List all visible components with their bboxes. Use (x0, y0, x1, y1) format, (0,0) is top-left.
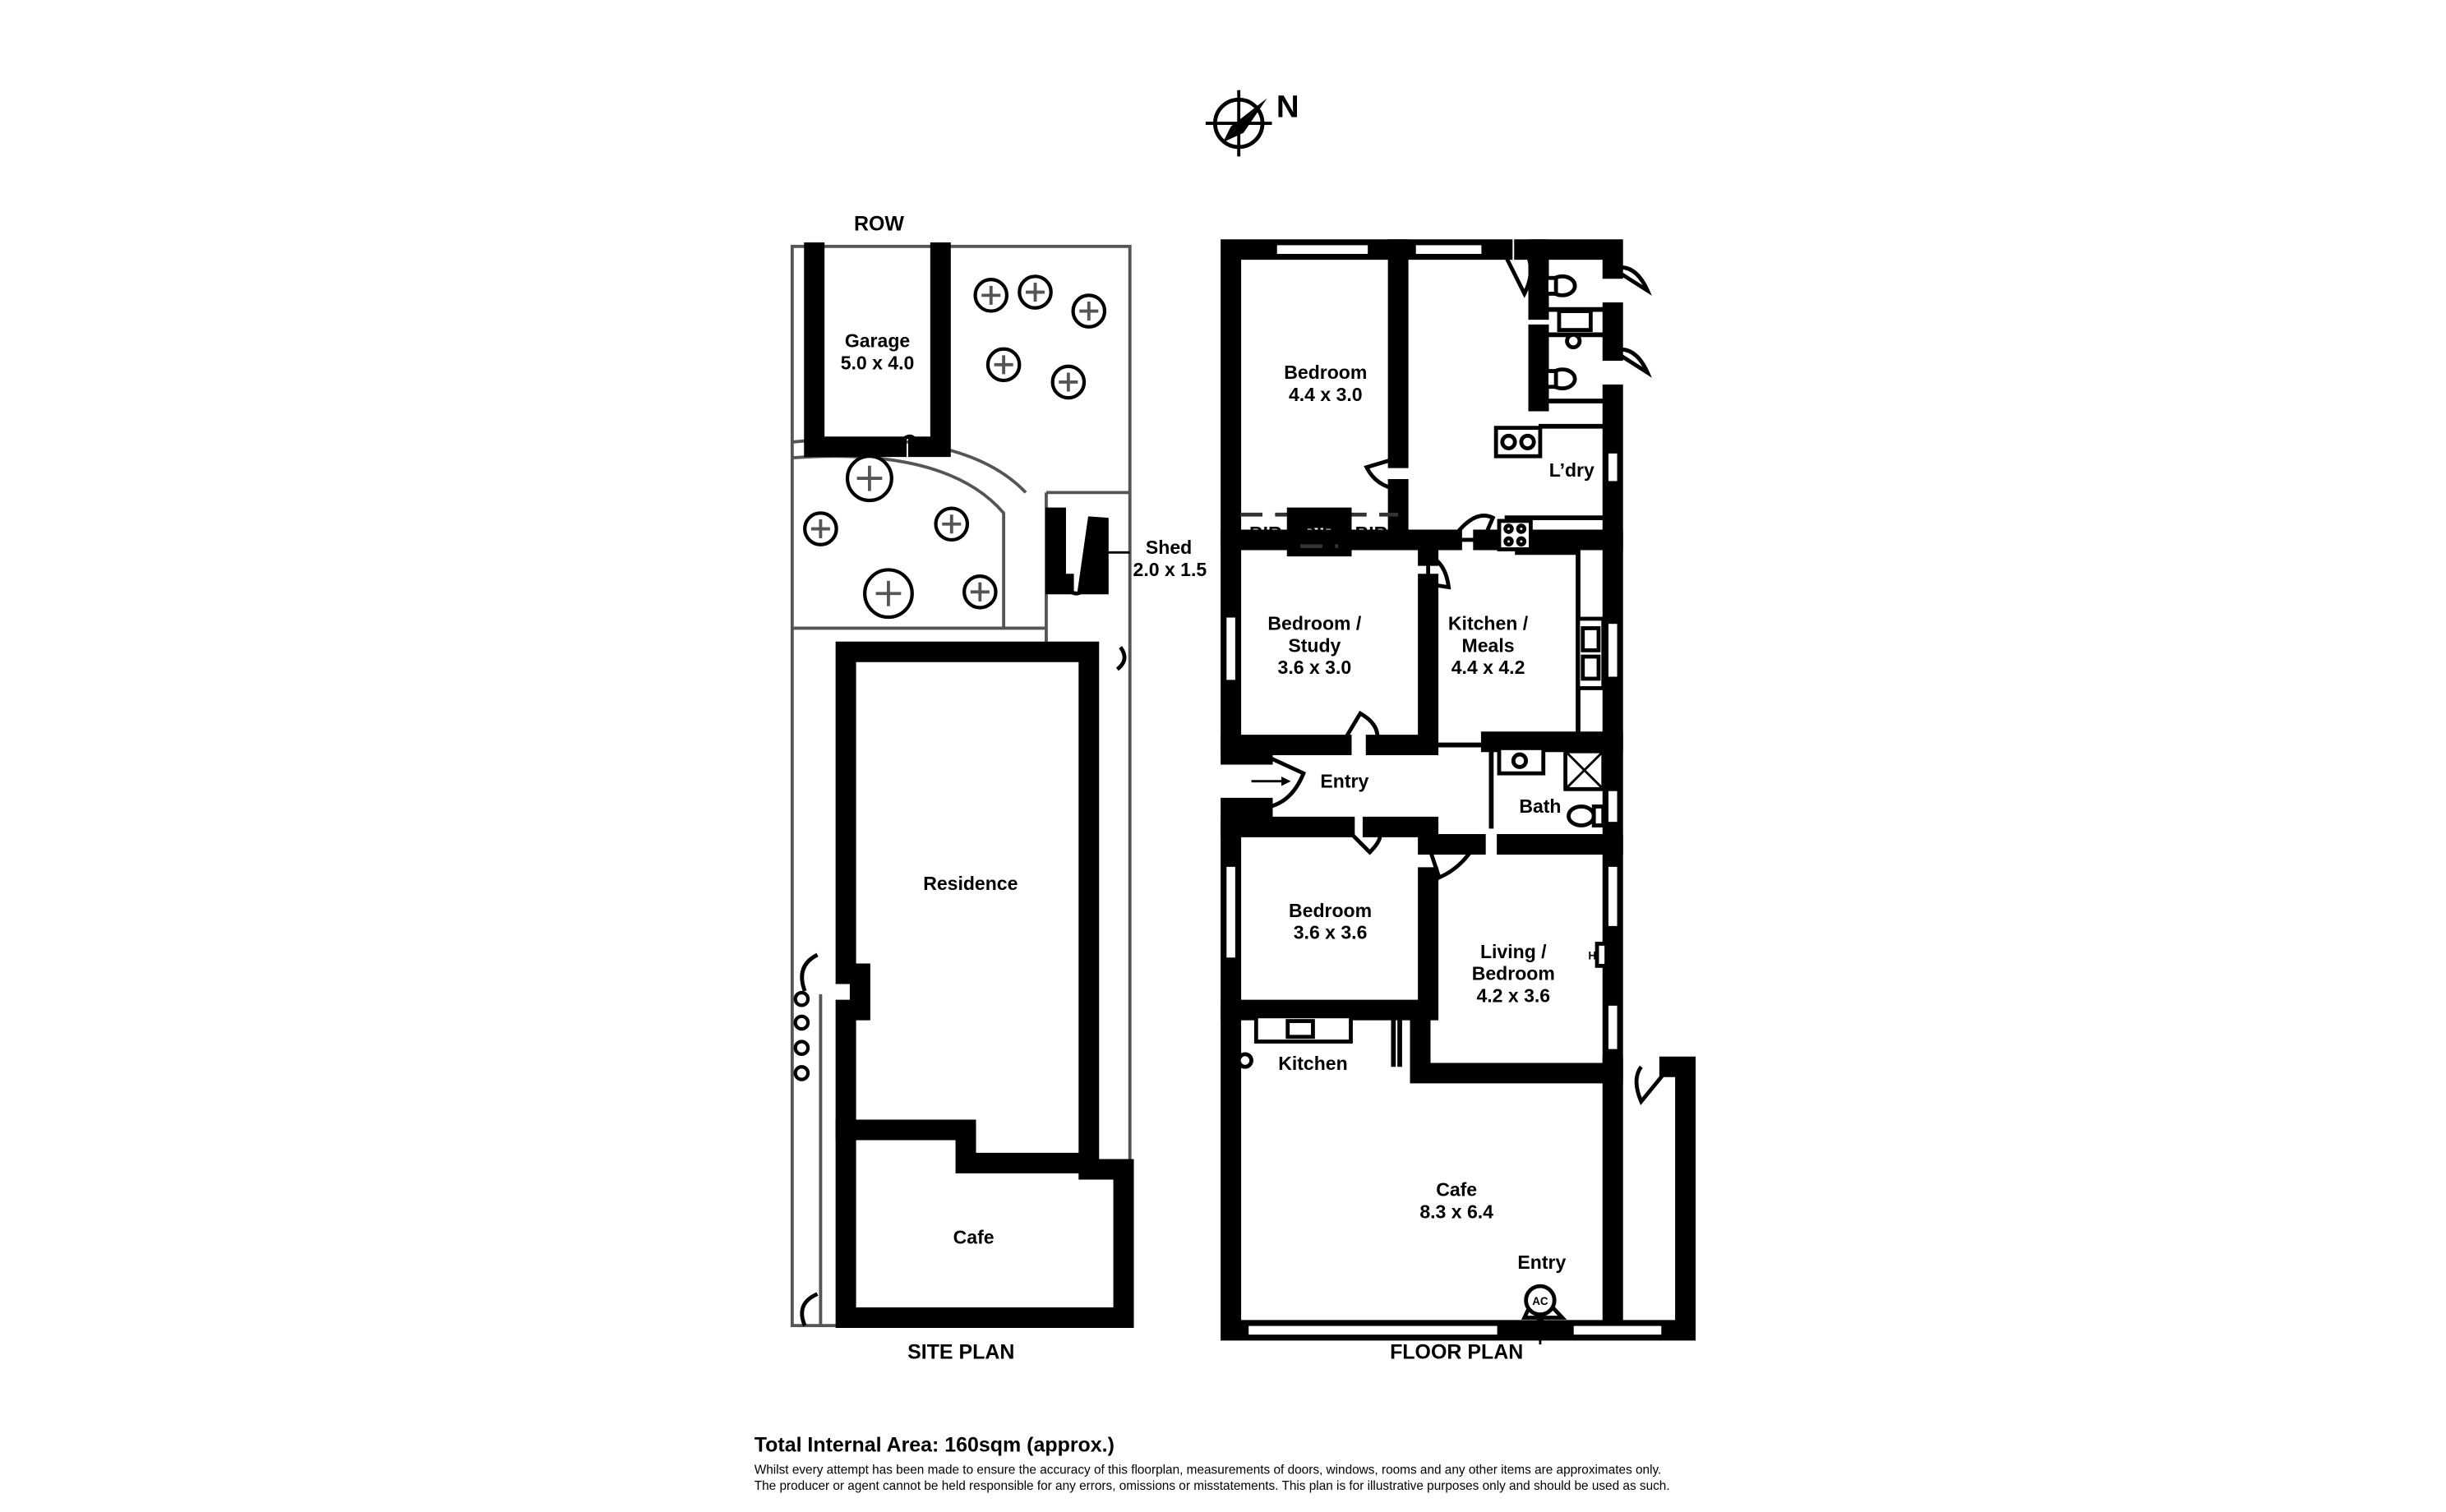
site-cafe-walls (835, 1119, 1134, 1328)
disclaimer-line2: The producer or agent cannot be held res… (755, 1479, 1670, 1493)
compass-north-label: N (1276, 89, 1299, 124)
residence-name: Residence (923, 873, 1018, 894)
kitchen-meals-name2: Meals (1462, 634, 1515, 656)
entry-bottom-label: Entry (1517, 1252, 1566, 1273)
windows (1222, 241, 1666, 1339)
garage-size: 5.0 x 4.0 (841, 353, 915, 374)
plant-icon-group (793, 990, 810, 1081)
ac-label: AC (1532, 1295, 1548, 1307)
cafe-size: 8.3 x 6.4 (1419, 1201, 1493, 1223)
bir2-label: BIR (1303, 523, 1336, 544)
bedroom2-name: Bedroom (1289, 900, 1372, 921)
living-bedroom-name1: Living / (1480, 941, 1547, 962)
bedroom2-size: 3.6 x 3.6 (1294, 922, 1368, 943)
total-area: Total Internal Area: 160sqm (approx.) (755, 1434, 1115, 1457)
site-plan-title: SITE PLAN (907, 1340, 1014, 1363)
bedroom-study-name1: Bedroom / (1267, 612, 1361, 634)
bath-name: Bath (1519, 795, 1561, 817)
shed-walls (1045, 507, 1109, 595)
bir1-label: BIR (1249, 523, 1282, 544)
floor-plan: Bedroom 4.4 x 3.0 BIR BIR BIR L’dry Bedr… (1221, 239, 1696, 1363)
tree-icon-group (803, 274, 1107, 620)
kitchen-name: Kitchen (1278, 1053, 1347, 1074)
laundry-name: L’dry (1549, 459, 1595, 481)
cafe-name: Cafe (1436, 1179, 1477, 1201)
fixtures (1236, 274, 1608, 1317)
shed-name: Shed (1146, 537, 1192, 558)
garage-name: Garage (845, 330, 911, 352)
entry-top-label: Entry (1320, 770, 1368, 791)
row-label: ROW (854, 213, 904, 236)
garage-walls (804, 242, 951, 458)
compass-icon (1205, 90, 1272, 157)
site-cafe-name: Cafe (953, 1226, 995, 1247)
bir3-label: BIR (1355, 523, 1388, 544)
bedroom-study-size: 3.6 x 3.0 (1278, 657, 1352, 678)
heater-label: H (1588, 950, 1596, 962)
bedroom1-size: 4.4 x 3.0 (1289, 384, 1363, 405)
kitchen-meals-size: 4.4 x 4.2 (1451, 657, 1525, 678)
living-bedroom-size: 4.2 x 3.6 (1476, 985, 1550, 1007)
living-bedroom-name2: Bedroom (1472, 963, 1555, 984)
kitchen-meals-name1: Kitchen / (1448, 612, 1529, 634)
site-plan: ROW Garage 5.0 x 4.0 Shed 2.0 x 1.5 Resi… (790, 213, 1207, 1363)
bedroom1-name: Bedroom (1284, 362, 1367, 383)
shed-size: 2.0 x 1.5 (1133, 559, 1207, 580)
doors (1251, 248, 1672, 1345)
residence-walls (835, 641, 1100, 1173)
disclaimer-line1: Whilst every attempt has been made to en… (755, 1464, 1662, 1477)
bedroom-study-name2: Study (1288, 634, 1341, 656)
floor-plan-title: FLOOR PLAN (1390, 1340, 1523, 1363)
